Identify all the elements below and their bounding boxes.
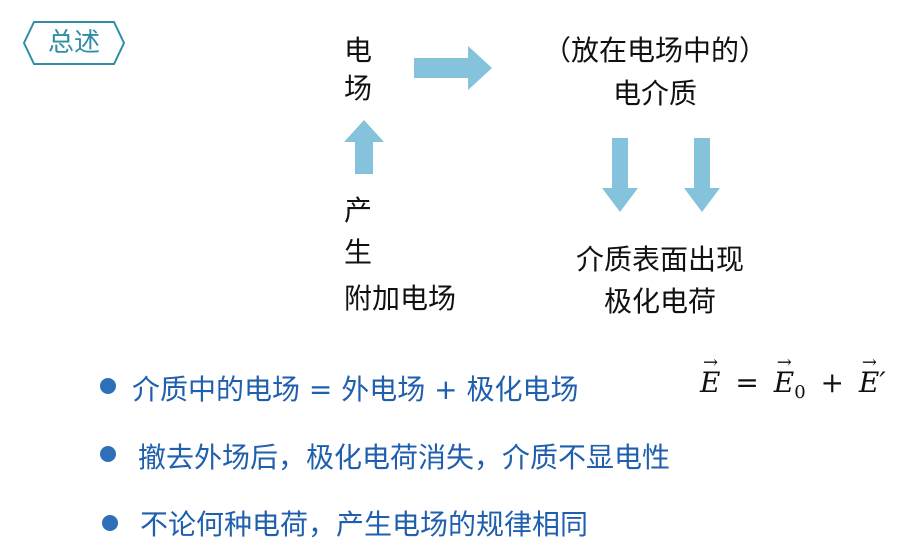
formula-term1-subscript: 0 [794, 382, 806, 403]
dielectric-label-line1: （放在电场中的） [542, 34, 767, 67]
formula-equals: = [735, 366, 759, 399]
bullet-dot [102, 515, 118, 531]
produce-label-line3: 附加电场 [344, 282, 457, 315]
field-superposition-formula: → E = → E0 + → E′ [700, 352, 886, 403]
badge-hexagon-shape [22, 21, 126, 65]
vector-arrow-icon: → [703, 352, 719, 373]
formula-term1: E [773, 366, 795, 399]
field-label-line2: 场 [344, 72, 373, 105]
bullet-dot [100, 446, 116, 462]
surface-charge-line1: 介质表面出现 [575, 243, 744, 276]
bullet-text-field-sum: 介质中的电场 = 外电场 + 极化电场 [132, 373, 579, 406]
produce-label-line1: 产 [344, 194, 373, 227]
surface-charge-line2: 极化电荷 [603, 285, 716, 318]
bullet-dot [100, 378, 116, 394]
formula-lhs: E [700, 366, 721, 399]
formula-plus: + [820, 366, 845, 399]
bullet-text-same-law: 不论何种电荷，产生电场的规律相同 [140, 508, 589, 541]
vector-arrow-icon: → [861, 352, 878, 373]
dielectric-label-line2: 电介质 [612, 77, 697, 110]
arrow-up-icon [344, 120, 384, 174]
badge-label: 总述 [47, 28, 100, 58]
bullet-text-remove-field: 撤去外场后，极化电荷消失，介质不显电性 [138, 441, 671, 474]
arrow-right-icon [414, 46, 492, 90]
arrow-down-icon-right [684, 138, 720, 212]
formula-term2: E′ [858, 366, 886, 399]
produce-label-line2: 生 [344, 236, 373, 269]
field-label-line1: 电 [344, 34, 373, 67]
vector-arrow-icon: → [776, 352, 792, 373]
arrow-down-icon-left [602, 138, 638, 212]
section-badge: 总述 [22, 20, 126, 66]
